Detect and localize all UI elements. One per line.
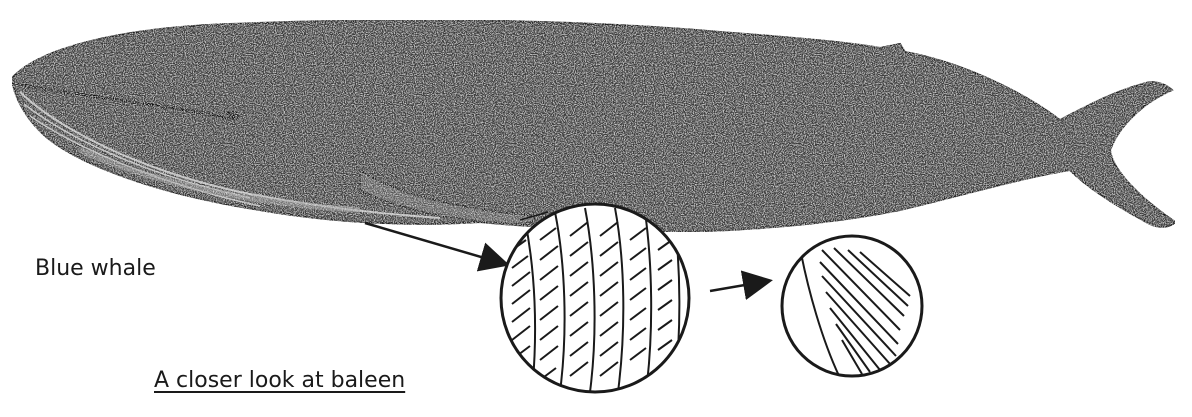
baleen-plate-circle [782, 236, 922, 378]
closer-look-caption: A closer look at baleen [154, 368, 405, 393]
baleen-closeup-circle [501, 204, 689, 392]
whale-body [12, 20, 1175, 232]
whale-label: Blue whale [35, 256, 156, 281]
pointer-arrow-to-plate [710, 281, 768, 291]
pointer-arrow-to-baleen [365, 223, 505, 264]
